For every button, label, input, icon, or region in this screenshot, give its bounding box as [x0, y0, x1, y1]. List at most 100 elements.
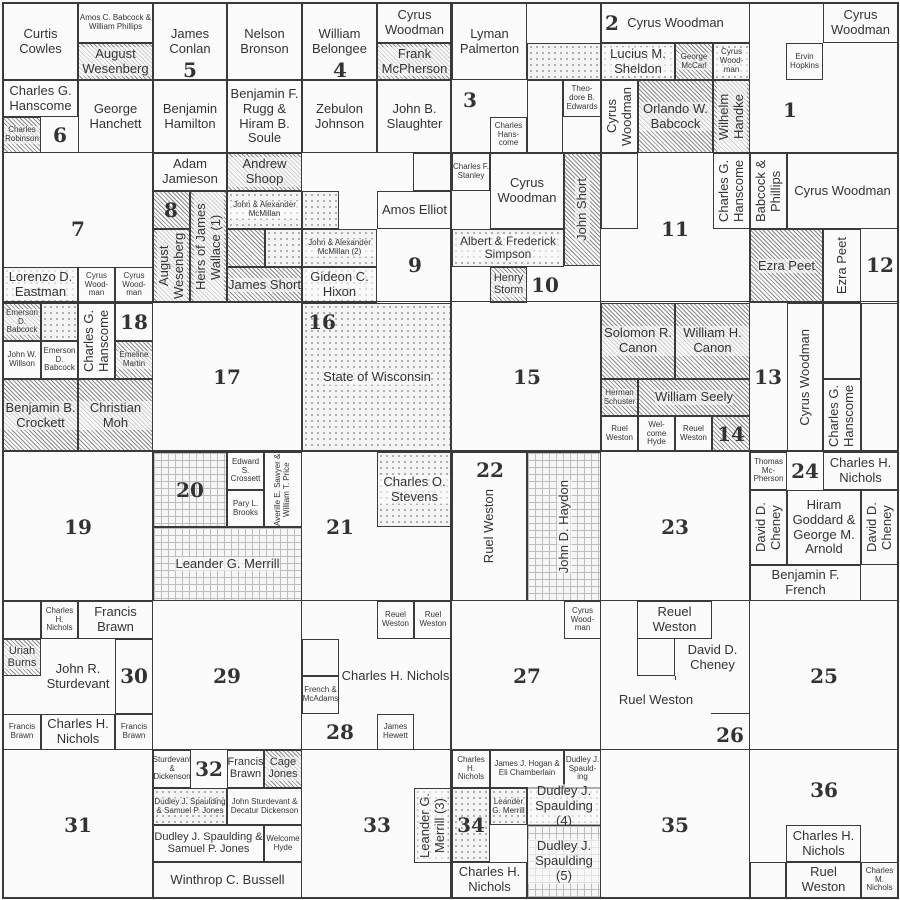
parcel[interactable]: Cage Jones — [264, 750, 302, 788]
parcel[interactable]: Cyrus Woodman — [601, 80, 638, 153]
parcel[interactable]: Leander G. Merrill — [153, 527, 302, 601]
parcel[interactable]: Benjamin Hamilton — [153, 80, 227, 153]
parcel[interactable]: James Short — [227, 267, 302, 303]
parcel[interactable]: George Hanchett — [78, 80, 153, 153]
parcel[interactable]: Ezra Peet — [823, 229, 861, 303]
parcel[interactable]: Dudley J. Spaulding (5) — [527, 825, 601, 898]
parcel[interactable]: Ruel Weston — [601, 416, 638, 452]
parcel[interactable]: Cyrus Woodman — [490, 153, 564, 229]
parcel[interactable]: Charles G. Hanscome — [823, 379, 861, 452]
parcel[interactable]: Edward S. Crossett — [227, 452, 264, 490]
parcel[interactable]: Emerson D. Babcock — [41, 341, 78, 379]
parcel[interactable]: Ezra Peet — [750, 229, 823, 303]
parcel[interactable]: Solomon R. Canon — [601, 303, 675, 379]
parcel[interactable]: Curtis Cowles — [3, 3, 78, 80]
parcel[interactable]: Amos Elliot — [377, 191, 452, 229]
parcel[interactable]: Charles G. Hanscome — [78, 303, 115, 379]
parcel[interactable]: Ruel Weston — [786, 862, 861, 898]
parcel[interactable]: David D. Cheney — [750, 490, 787, 565]
tract-boundary — [302, 191, 339, 229]
parcel[interactable]: Ervin Hopkins — [786, 43, 823, 80]
parcel[interactable]: Hiram Goddard & George M. Arnold — [787, 490, 861, 565]
parcel[interactable]: Charles Hans-come — [490, 117, 527, 153]
parcel[interactable]: Reuel Weston — [637, 601, 712, 639]
parcel[interactable]: Lucius M. Sheldon — [601, 43, 675, 80]
parcel[interactable]: Lyman Palmerton — [452, 3, 527, 80]
parcel[interactable]: Dudley J. Spaulding & Samuel P. Jones — [153, 825, 264, 862]
parcel[interactable]: Charles F. Stanley — [452, 153, 490, 191]
parcel[interactable]: Pary L. Brooks — [227, 490, 264, 527]
parcel[interactable]: Cyrus Woodman — [787, 303, 823, 452]
parcel[interactable]: Charles H. Nichols — [41, 601, 78, 639]
parcel[interactable]: Charles H. Nichols — [339, 639, 452, 714]
parcel[interactable]: Reuel Weston — [377, 601, 414, 639]
parcel[interactable]: John & Alexander McMillan (2) — [302, 229, 377, 267]
parcel[interactable]: Amos C. Babcock & William Phillips — [78, 3, 153, 43]
parcel[interactable]: Charles Robinson — [3, 117, 41, 153]
parcel[interactable]: French & McAdams — [302, 676, 339, 714]
parcel[interactable]: William Belongee — [302, 3, 377, 80]
parcel[interactable]: Sturdevant & Dickenson — [153, 750, 191, 788]
parcel[interactable]: Charles G. Hanscome — [3, 80, 78, 117]
parcel[interactable]: John Sturdevant & Decatur Dickenson — [227, 788, 302, 825]
parcel[interactable]: John D. Haydon — [527, 452, 601, 601]
parcel[interactable]: Francis Brawn — [227, 750, 264, 788]
parcel[interactable]: Uriah Burns — [3, 639, 41, 676]
parcel[interactable]: Wel-come Hyde — [638, 416, 675, 452]
parcel[interactable]: David D. Cheney — [675, 639, 750, 676]
parcel[interactable]: William Seely — [638, 379, 750, 416]
parcel[interactable]: Ruel Weston — [601, 680, 711, 720]
parcel[interactable]: Heirs of James Wallace (1) — [190, 191, 227, 303]
parcel[interactable]: Leander G. Merrill — [490, 788, 527, 825]
parcel[interactable]: Cyrus Woodman — [823, 3, 898, 43]
parcel[interactable]: Averille E. Sawyer & William T. Price — [264, 452, 302, 527]
parcel[interactable]: Andrew Shoop — [227, 153, 302, 191]
parcel[interactable]: Francis Brawn — [78, 601, 153, 639]
parcel[interactable]: Herman Schuster — [601, 379, 638, 416]
parcel[interactable]: Nelson Bronson — [227, 3, 302, 80]
parcel[interactable]: August Wesenberg — [153, 229, 190, 303]
parcel[interactable]: Ruel Weston — [452, 452, 527, 601]
parcel[interactable]: Cyrus Wood-man — [78, 267, 115, 303]
parcel[interactable]: Thomas Mc-Pherson — [750, 452, 787, 490]
parcel[interactable]: James J. Hogan & Eli Chamberlain — [490, 750, 564, 788]
parcel[interactable]: David D. Cheney — [861, 490, 898, 565]
parcel[interactable]: John & Alexander McMillan — [227, 191, 302, 229]
parcel[interactable]: Henry Storm — [490, 267, 527, 303]
parcel[interactable]: State of Wisconsin — [302, 303, 452, 452]
parcel[interactable]: Christian Moh — [78, 379, 153, 452]
parcel[interactable]: Cyrus Woodman — [787, 153, 898, 229]
parcel[interactable]: Gideon C. Hixon — [302, 267, 377, 303]
parcel[interactable]: Benjamin F. Rugg & Hiram B. Soule — [227, 80, 302, 153]
parcel[interactable]: August Wesenberg — [78, 43, 153, 80]
parcel[interactable]: Cyrus Wood-man — [564, 601, 601, 639]
parcel[interactable]: Lorenzo D. Eastman — [3, 267, 78, 303]
parcel[interactable]: George McCarl — [675, 43, 713, 80]
parcel[interactable]: Dudley J. Spaulding & Samuel P. Jones — [153, 788, 227, 825]
parcel[interactable]: John W. Willson — [3, 341, 41, 379]
parcel[interactable]: William H. Canon — [675, 303, 750, 379]
parcel-owner-label: Cyrus Woodman — [830, 7, 890, 37]
parcel[interactable]: Charles H. Nichols — [786, 825, 861, 862]
parcel[interactable]: Reuel Weston — [675, 416, 712, 452]
parcel[interactable]: Zebulon Johnson — [302, 80, 377, 153]
parcel[interactable]: Adam Jamieson — [153, 153, 227, 191]
parcel[interactable]: Charles O. Stevens — [377, 452, 452, 527]
parcel[interactable]: Babcock & Phillips — [750, 153, 787, 229]
parcel[interactable]: James Hewett — [377, 714, 414, 750]
parcel[interactable]: Charles H. Nichols — [452, 750, 490, 788]
parcel[interactable]: Cyrus Woodman — [377, 3, 452, 43]
parcel[interactable]: Charles G. Hanscome — [713, 153, 750, 229]
parcel[interactable]: Frank McPherson — [377, 43, 452, 80]
parcel[interactable]: Charles H. Nichols — [41, 714, 115, 750]
parcel[interactable]: John Short — [564, 153, 601, 266]
parcel[interactable]: Dudley J. Spaulding (4) — [527, 783, 601, 829]
parcel[interactable]: Emerson D. Babcock — [3, 303, 41, 341]
parcel[interactable]: Orlando W. Babcock — [638, 80, 713, 153]
parcel[interactable]: Charles H. Nichols — [452, 862, 527, 898]
parcel[interactable]: John R. Sturdevant — [41, 639, 115, 714]
parcel[interactable]: James Conlan — [153, 3, 227, 80]
parcel[interactable]: Leander G. Merrill (3) — [414, 788, 452, 863]
parcel[interactable]: Welcome Hyde — [264, 825, 302, 862]
parcel[interactable]: Albert & Frederick Simpson — [452, 229, 564, 267]
